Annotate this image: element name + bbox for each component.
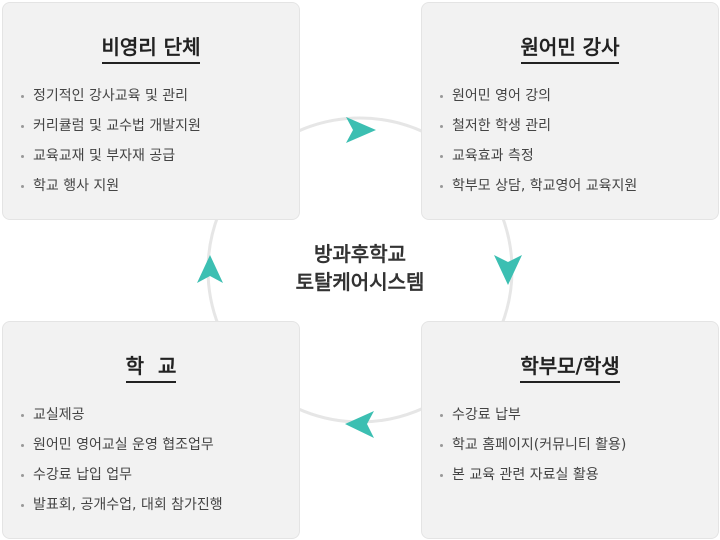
card-list: 원어민 영어 강의 철저한 학생 관리 교육효과 측정 학부모 상담, 학교영어… [440, 81, 637, 201]
list-item: 정기적인 강사교육 및 관리 [21, 81, 201, 111]
card-parents-students: 학부모/학생 수강료 납부 학교 홈페이지(커뮤니티 활용) 본 교육 관련 자… [421, 321, 719, 539]
list-item: 교육교재 및 부자재 공급 [21, 141, 201, 171]
card-list: 교실제공 원어민 영어교실 운영 협조업무 수강료 납입 업무 발표회, 공개수… [21, 400, 223, 520]
center-title-line2: 토탈케어시스템 [295, 270, 425, 294]
list-item: 학교 행사 지원 [21, 171, 201, 201]
card-nonprofit: 비영리 단체 정기적인 강사교육 및 관리 커리큘럼 및 교수법 개발지원 교육… [2, 2, 300, 220]
center-title: 방과후학교 토탈케어시스템 [0, 240, 720, 296]
list-item: 본 교육 관련 자료실 활용 [440, 460, 626, 490]
arrow-right-icon [346, 117, 376, 143]
arrow-down-icon [494, 255, 522, 285]
list-item: 학부모 상담, 학교영어 교육지원 [440, 171, 637, 201]
card-title: 비영리 단체 [3, 31, 299, 64]
card-title: 원어민 강사 [422, 31, 718, 64]
list-item: 교실제공 [21, 400, 223, 430]
arrow-up-icon [197, 255, 223, 283]
list-item: 커리큘럼 및 교수법 개발지원 [21, 111, 201, 141]
card-title: 학부모/학생 [422, 350, 718, 383]
card-school: 학 교 교실제공 원어민 영어교실 운영 협조업무 수강료 납입 업무 발표회,… [2, 321, 300, 539]
list-item: 수강료 납부 [440, 400, 626, 430]
list-item: 원어민 영어교실 운영 협조업무 [21, 430, 223, 460]
card-list: 정기적인 강사교육 및 관리 커리큘럼 및 교수법 개발지원 교육교재 및 부자… [21, 81, 201, 201]
center-title-line1: 방과후학교 [314, 242, 406, 266]
list-item: 원어민 영어 강의 [440, 81, 637, 111]
list-item: 학교 홈페이지(커뮤니티 활용) [440, 430, 626, 460]
card-list: 수강료 납부 학교 홈페이지(커뮤니티 활용) 본 교육 관련 자료실 활용 [440, 400, 626, 490]
list-item: 수강료 납입 업무 [21, 460, 223, 490]
list-item: 발표회, 공개수업, 대회 참가진행 [21, 490, 223, 520]
arrow-left-icon [345, 411, 374, 438]
list-item: 철저한 학생 관리 [440, 111, 637, 141]
list-item: 교육효과 측정 [440, 141, 637, 171]
card-title: 학 교 [3, 350, 299, 383]
card-native-teacher: 원어민 강사 원어민 영어 강의 철저한 학생 관리 교육효과 측정 학부모 상… [421, 2, 719, 220]
